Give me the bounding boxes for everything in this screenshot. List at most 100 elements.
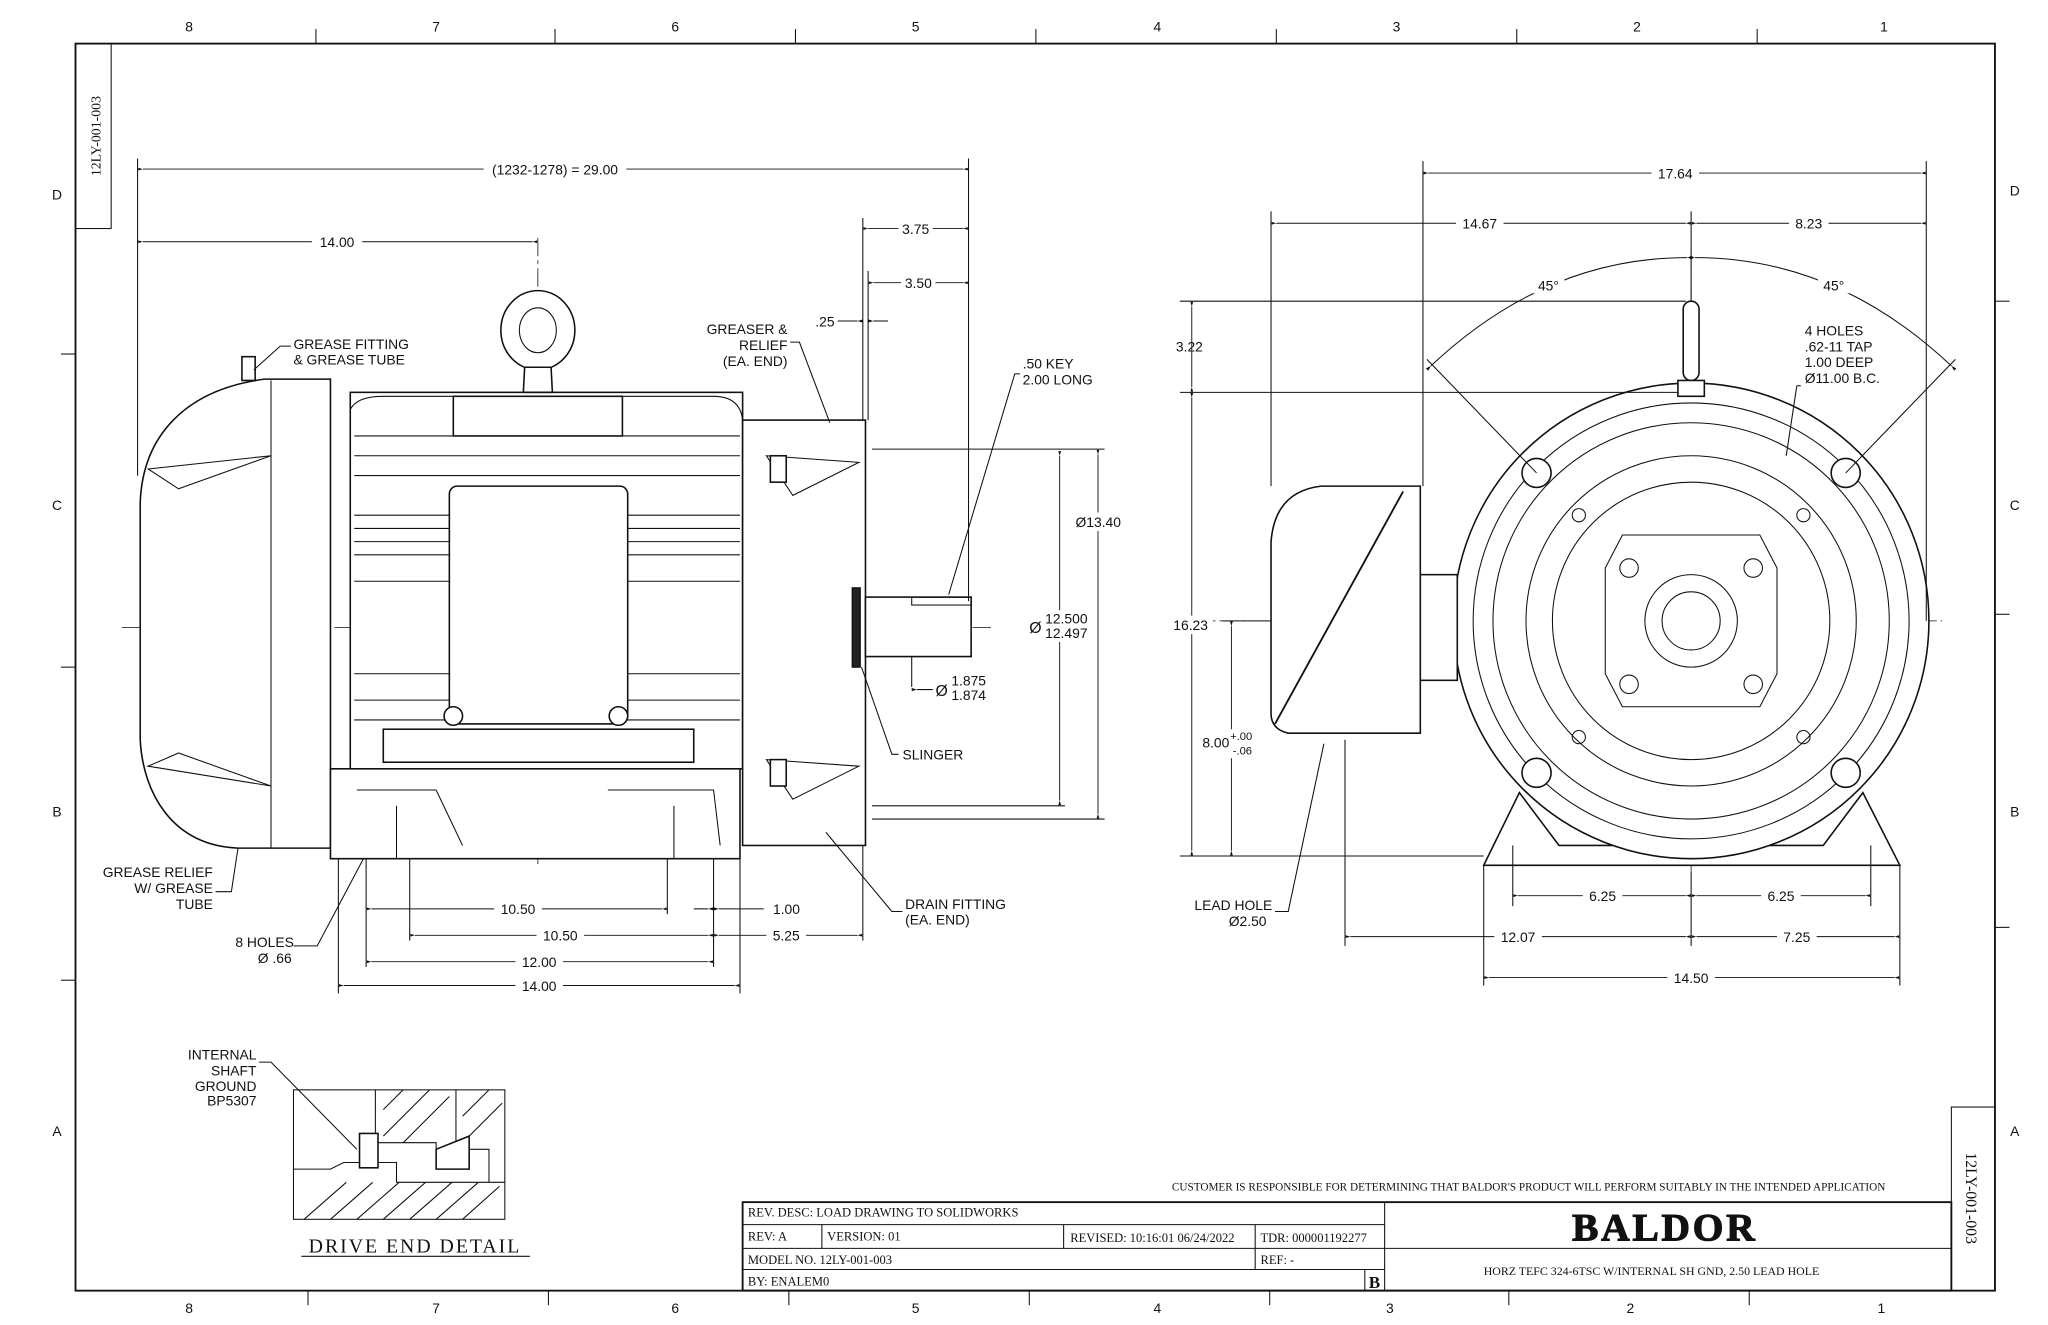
label-grease-relief: W/ GREASE <box>134 880 213 896</box>
zone-col-label: 6 <box>671 1300 679 1316</box>
dim-14-67: 14.67 <box>1462 216 1497 232</box>
dim-foot-10-50-b: 10.50 <box>543 928 578 944</box>
label-slinger: SLINGER <box>902 747 963 763</box>
dim-shaft-height-tol-minus: -.06 <box>1233 745 1252 757</box>
dim-dia-1-875: 1.875 <box>951 673 986 689</box>
zone-row-label: A <box>52 1123 62 1139</box>
label-grease-relief: GREASE RELIEF <box>103 864 213 880</box>
label-drain-fitting: (EA. END) <box>905 912 970 928</box>
drawing-number-box-top <box>74 43 112 230</box>
rev-description: REV. DESC: LOAD DRAWING TO SOLIDWORKS <box>748 1206 1019 1220</box>
label-internal-shaft-ground: GROUND <box>195 1078 257 1094</box>
zone-labels-top: 8 7 6 5 4 3 2 1 <box>185 19 1888 35</box>
zone-labels-rows: D C B A D C B A <box>52 183 2020 1140</box>
label-key: 2.00 LONG <box>1023 371 1093 387</box>
zone-row-label: B <box>2010 803 2019 819</box>
sheet-size: B <box>1369 1273 1380 1292</box>
label-4-holes: 4 HOLES <box>1805 323 1864 339</box>
zone-col-label: 1 <box>1877 1300 1885 1316</box>
dim-shaft-height: 8.00 <box>1202 735 1229 751</box>
tdr-number: TDR: 000001192277 <box>1260 1231 1366 1245</box>
label-internal-shaft-ground: INTERNAL <box>188 1046 257 1062</box>
label-4-holes: .62-11 TAP <box>1805 338 1873 354</box>
label-lead-hole: LEAD HOLE <box>1194 897 1272 913</box>
label-4-holes: 1.00 DEEP <box>1805 354 1874 370</box>
dim-foot-12-00: 12.00 <box>522 954 557 970</box>
dim-dia-1-875-symbol: Ø <box>935 683 947 700</box>
drawing-number-bottom: 12LY-001-003 <box>1962 1152 1979 1244</box>
dim-overall-length: (1232-1278) = 29.00 <box>492 161 618 177</box>
dim-17-64: 17.64 <box>1658 165 1693 181</box>
zone-row-label: C <box>2010 497 2020 513</box>
label-grease-fitting: GREASE FITTING <box>293 336 409 352</box>
title-block: CUSTOMER IS RESPONSIBLE FOR DETERMINING … <box>741 1181 1953 1292</box>
zone-col-label: 7 <box>432 19 440 35</box>
dim-foot-6-25-left: 6.25 <box>1589 888 1616 904</box>
zone-col-label: 7 <box>432 1300 440 1316</box>
zone-col-label: 4 <box>1154 19 1162 35</box>
dim-3-22: 3.22 <box>1176 338 1203 354</box>
disclaimer: CUSTOMER IS RESPONSIBLE FOR DETERMINING … <box>1172 1181 1885 1193</box>
dim-dia-1-874: 1.874 <box>951 687 986 703</box>
label-greaser-relief: RELIEF <box>739 337 788 353</box>
zone-col-label: 6 <box>671 19 679 35</box>
zone-col-label: 2 <box>1626 1300 1634 1316</box>
dim-3-75: 3.75 <box>902 221 929 237</box>
baldor-logo: BALDOR <box>1572 1205 1757 1249</box>
zone-ticks <box>60 29 2010 1306</box>
dim-dia-12-500: 12.500 <box>1045 611 1088 627</box>
zone-col-label: 4 <box>1154 1300 1162 1316</box>
side-view-dimensions: (1232-1278) = 29.00 14.00 3.75 3.50 .25 … <box>103 158 1129 995</box>
zone-col-label: 5 <box>912 19 920 35</box>
front-view-dimensions: 17.64 14.67 8.23 45° 45° 4 HOLES .62-11 … <box>1167 161 1957 987</box>
zone-col-label: 3 <box>1386 1300 1394 1316</box>
dim-fan-to-eyebolt: 14.00 <box>320 234 355 250</box>
revised-date: REVISED: 10:16:01 06/24/2022 <box>1070 1231 1234 1245</box>
dim-3-50: 3.50 <box>905 275 932 291</box>
shaft <box>864 596 972 658</box>
dim-dia-12-497: 12.497 <box>1045 625 1088 641</box>
detail-title: DRIVE END DETAIL <box>309 1235 522 1257</box>
dim-foot-10-50-a: 10.50 <box>501 901 536 917</box>
dim-angle-45-right: 45° <box>1823 278 1844 294</box>
model-number: MODEL NO. 12LY-001-003 <box>748 1253 892 1267</box>
product-description: HORZ TEFC 324-6TSC W/INTERNAL SH GND, 2.… <box>1484 1264 1820 1278</box>
label-drain-fitting: DRAIN FITTING <box>905 896 1006 912</box>
dim-5-25: 5.25 <box>773 928 800 944</box>
zone-row-label: B <box>52 803 61 819</box>
label-greaser-relief: GREASER & <box>707 321 789 337</box>
version: VERSION: 01 <box>827 1229 900 1243</box>
label-internal-shaft-ground: SHAFT <box>211 1062 257 1078</box>
dim-shaft-height-tol-plus: +.00 <box>1230 731 1252 743</box>
drawn-by: BY: ENALEM0 <box>748 1274 829 1288</box>
zone-row-label: A <box>2010 1123 2020 1139</box>
zone-col-label: 3 <box>1393 19 1401 35</box>
label-internal-shaft-ground: BP5307 <box>207 1093 257 1109</box>
dim-7-25: 7.25 <box>1783 929 1810 945</box>
zone-labels-bottom: 8 7 6 5 4 3 2 1 <box>185 1300 1885 1316</box>
drawing-number-top: 12LY-001-003 <box>90 96 105 176</box>
zone-col-label: 5 <box>912 1300 920 1316</box>
dim-8-23: 8.23 <box>1795 216 1822 232</box>
drive-end-detail: INTERNAL SHAFT GROUND BP5307 DRIVE END D… <box>188 1046 530 1257</box>
revision: REV: A <box>748 1229 787 1243</box>
label-lead-hole: Ø2.50 <box>1229 913 1267 929</box>
zone-col-label: 1 <box>1880 19 1888 35</box>
label-grease-relief: TUBE <box>176 896 213 912</box>
label-4-holes: Ø11.00 B.C. <box>1805 370 1880 386</box>
zone-row-label: C <box>52 497 62 513</box>
eyebolt <box>500 289 576 371</box>
dim-14-50: 14.50 <box>1674 970 1709 986</box>
dim-1-00: 1.00 <box>773 901 800 917</box>
drawing-number-box-bottom <box>1950 1106 1996 1292</box>
dim-foot-14-00: 14.00 <box>522 978 557 994</box>
label-8-holes: 8 HOLES <box>235 934 294 950</box>
zone-row-label: D <box>52 186 62 202</box>
dim-0-25: .25 <box>815 313 835 329</box>
reference: REF: - <box>1260 1253 1294 1267</box>
zone-col-label: 8 <box>185 1300 193 1316</box>
label-grease-fitting: & GREASE TUBE <box>293 352 404 368</box>
dim-12-07: 12.07 <box>1501 929 1536 945</box>
zone-col-label: 8 <box>185 19 193 35</box>
